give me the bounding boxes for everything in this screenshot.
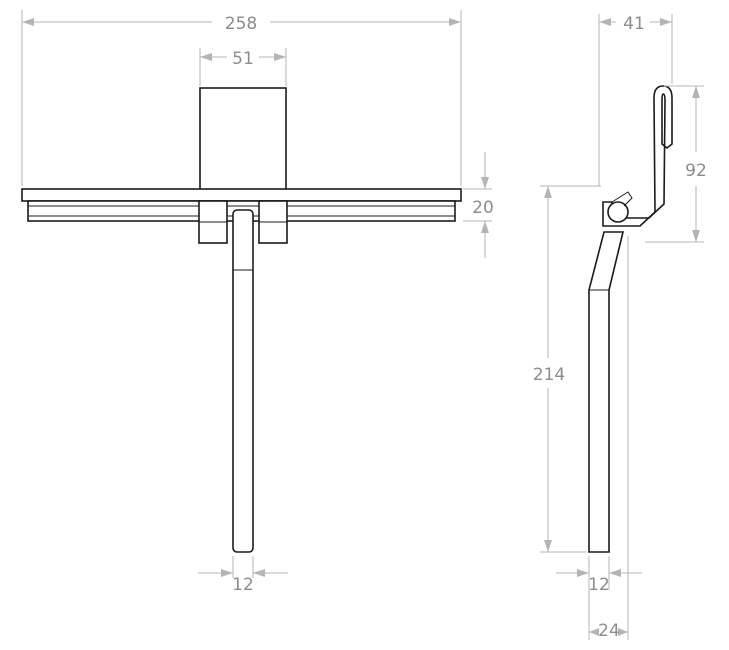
- dimension-label-hook-height: 92: [685, 161, 707, 181]
- side-view: [588, 85, 673, 553]
- dimension-label-handle-width-side: 12: [588, 575, 610, 595]
- blade-roller: [607, 201, 629, 223]
- dimension-side-depth: 24: [589, 236, 629, 641]
- head-block: [199, 87, 287, 191]
- dimension-head-width: 51: [199, 48, 287, 86]
- front-view: [21, 87, 462, 553]
- dimension-label-head-width: 51: [232, 49, 254, 69]
- dimension-label-side-depth: 24: [598, 621, 620, 641]
- side-handle: [588, 231, 625, 553]
- hook: [602, 85, 673, 227]
- dimension-label-hook-width: 41: [623, 14, 645, 34]
- dimension-handle-width-front: 12: [198, 556, 288, 595]
- dimension-label-blade-height: 20: [472, 198, 494, 218]
- dimension-overall-width: 258: [21, 10, 462, 186]
- dimension-hook-width: 41: [598, 14, 673, 186]
- handle: [232, 209, 254, 553]
- dimension-label-side-height: 214: [533, 365, 565, 385]
- dimension-label-handle-width-front: 12: [232, 575, 254, 595]
- dimension-hook-height: 92: [645, 85, 707, 243]
- blade-bar: [21, 188, 462, 202]
- dimension-label-overall-width: 258: [225, 14, 257, 34]
- dimension-handle-width-side: 12: [556, 556, 642, 640]
- dimension-blade-height: 20: [463, 152, 494, 258]
- dimension-side-height: 214: [533, 185, 601, 553]
